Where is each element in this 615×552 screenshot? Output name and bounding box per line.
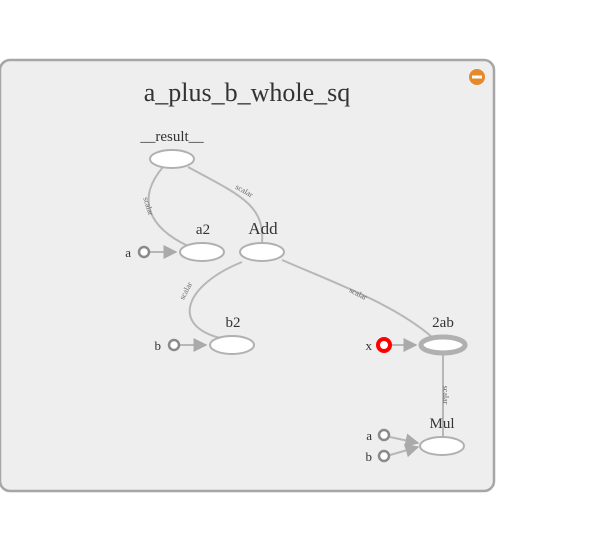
input-b-mul[interactable]: b — [366, 449, 391, 464]
edge-add-b2 — [188, 261, 243, 339]
input-a-mul[interactable]: a — [366, 428, 391, 443]
input-b-mul-label: b — [366, 449, 373, 464]
edge-result-add — [187, 166, 264, 244]
edge-result-a2 — [147, 166, 189, 247]
node-mul-label: Mul — [429, 416, 454, 432]
node-b2[interactable]: b2 — [209, 315, 255, 355]
input-x-2ab-label: x — [366, 338, 373, 353]
input-x-2ab[interactable]: x — [366, 337, 392, 353]
node-add[interactable]: Add — [239, 219, 285, 262]
group-title: a_plus_b_whole_sq — [144, 78, 351, 107]
node-b2-label: b2 — [226, 315, 241, 331]
node-result-label: __result__ — [139, 129, 204, 145]
edge-b-mul — [389, 443, 420, 458]
input-b-b2[interactable]: b — [155, 338, 181, 353]
node-a2[interactable]: a2 — [179, 222, 225, 262]
function-group-box[interactable] — [0, 58, 496, 493]
node-2ab[interactable]: 2ab — [418, 315, 468, 356]
minus-circle-icon[interactable] — [469, 69, 485, 85]
input-a-a2-label: a — [125, 245, 131, 260]
edges — [147, 166, 444, 458]
edge-add-2ab — [281, 259, 433, 338]
input-b-b2-label: b — [155, 338, 162, 353]
node-result[interactable]: __result__ — [139, 129, 204, 169]
edge-a-mul — [389, 433, 420, 448]
edge-label-2ab-mul: scalar — [441, 386, 450, 405]
node-add-label: Add — [248, 219, 278, 238]
input-a-mul-label: a — [366, 428, 372, 443]
input-a-a2[interactable]: a — [125, 245, 151, 260]
node-a2-label: a2 — [196, 222, 210, 238]
node-mul[interactable]: Mul — [419, 416, 465, 456]
node-2ab-label: 2ab — [432, 315, 454, 331]
